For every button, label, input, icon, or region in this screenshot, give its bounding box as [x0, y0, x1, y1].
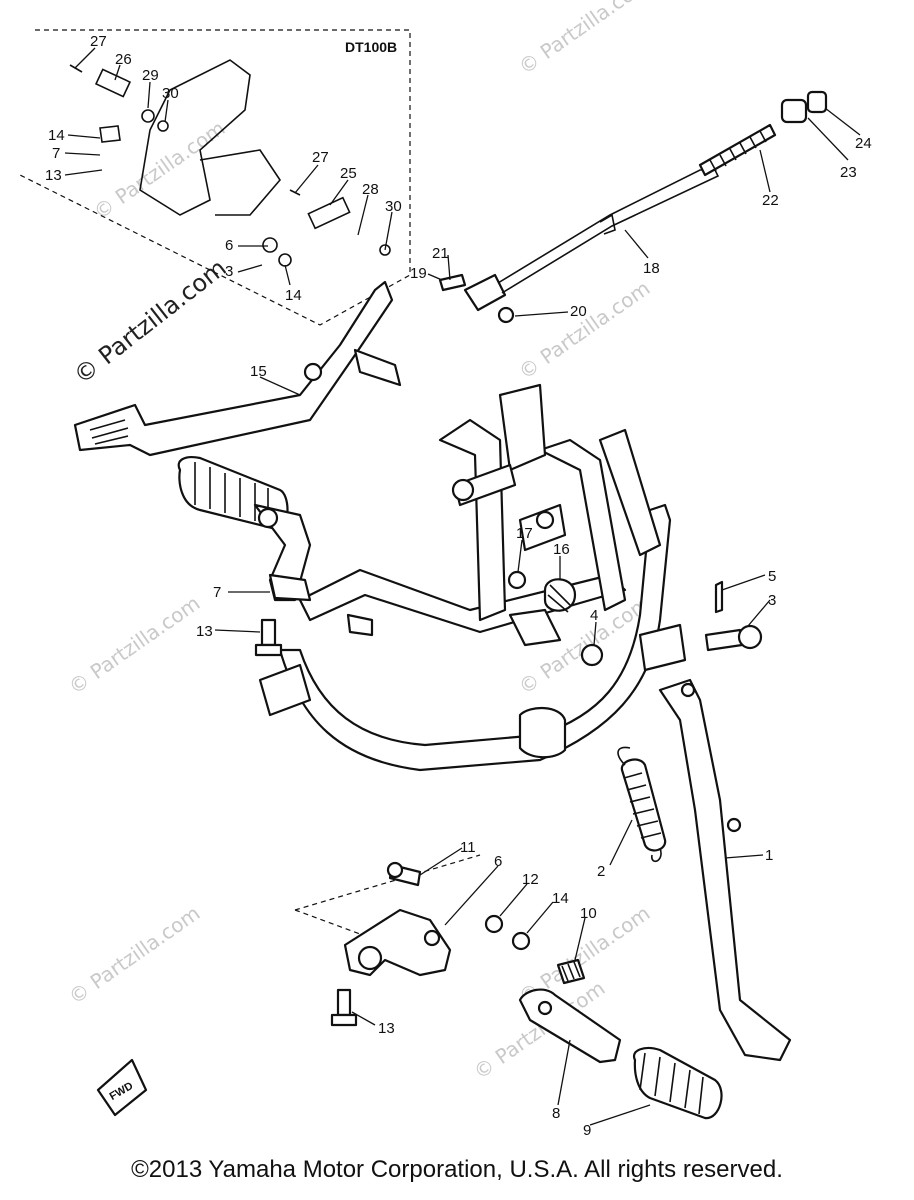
callout-13: 13 [45, 167, 62, 184]
callout-20: 20 [570, 303, 587, 320]
part-pin-19-21[interactable] [438, 273, 467, 292]
part-bolt-13-lower[interactable] [330, 988, 358, 1027]
part-spring-22[interactable] [698, 123, 777, 177]
callout-30: 30 [385, 198, 402, 215]
callout-12: 12 [522, 871, 539, 888]
frame [258, 383, 687, 772]
leader-lines [64, 47, 861, 1126]
callout-6: 6 [225, 237, 233, 254]
part-nut-23[interactable] [780, 98, 808, 124]
callout-3: 3 [768, 592, 776, 609]
callout-19: 19 [410, 265, 427, 282]
callout-14: 14 [48, 127, 65, 144]
callout-14: 14 [285, 287, 302, 304]
callout-13: 13 [378, 1020, 395, 1037]
part-rubber-9[interactable] [632, 1046, 723, 1120]
callout-9: 9 [583, 1122, 591, 1139]
part-spring-16[interactable] [508, 578, 577, 647]
callout-18: 18 [643, 260, 660, 277]
callout-23: 23 [840, 164, 857, 181]
callout-24: 24 [855, 135, 872, 152]
part-spring-2[interactable] [617, 746, 667, 863]
callouts: 27 26 29 30 14 7 13 27 25 28 30 6 3 14 2… [45, 33, 872, 1139]
part-sidestand[interactable] [658, 678, 792, 1062]
part-spring-10[interactable] [556, 958, 586, 985]
callout-17: 17 [516, 525, 533, 542]
watermark: © Partzilla.com [514, 276, 654, 384]
callout-11: 11 [460, 839, 476, 856]
part-footrest-8[interactable] [518, 988, 622, 1064]
part-nut-24[interactable] [806, 90, 828, 114]
part-pin-5[interactable] [714, 580, 724, 614]
callout-4: 4 [590, 607, 598, 624]
part-washer-12[interactable] [484, 914, 504, 934]
callout-2: 2 [597, 863, 605, 880]
part-bolt-13-left[interactable] [254, 618, 283, 657]
part-brake-rod[interactable] [463, 169, 720, 312]
callout-27: 27 [312, 149, 329, 166]
callout-6: 6 [494, 853, 502, 870]
callout-10: 10 [580, 905, 597, 922]
callout-29: 29 [142, 67, 159, 84]
part-collar-4[interactable] [580, 643, 604, 667]
part-washer-14[interactable] [511, 931, 531, 951]
watermark: © Partzilla.com [89, 116, 229, 224]
inset-parts [69, 59, 391, 267]
callout-30: 30 [162, 85, 179, 102]
callout-1: 1 [765, 847, 773, 864]
side-watermark: © Partzilla.com [68, 254, 231, 390]
part-nut-20[interactable] [497, 306, 515, 324]
callout-25: 25 [340, 165, 357, 182]
callout-7: 7 [213, 584, 221, 601]
watermark: © Partzilla.com [64, 591, 204, 699]
callout-8: 8 [552, 1105, 560, 1122]
callout-3: 3 [225, 263, 233, 280]
watermark: © Partzilla.com [514, 0, 654, 79]
copyright-notice: ©2013 Yamaha Motor Corporation, U.S.A. A… [131, 1156, 783, 1183]
part-bolt-center[interactable] [346, 613, 374, 637]
callout-21: 21 [432, 245, 449, 262]
model-label: DT100B [345, 39, 397, 55]
part-left-footrest[interactable] [177, 456, 312, 602]
callout-27: 27 [90, 33, 107, 50]
part-brake-pedal[interactable] [73, 280, 402, 457]
part-shaft-3[interactable] [704, 624, 763, 652]
callout-15: 15 [250, 363, 267, 380]
callout-26: 26 [115, 51, 132, 68]
callout-14: 14 [552, 890, 569, 907]
callout-7: 7 [52, 145, 60, 162]
callout-13: 13 [196, 623, 213, 640]
part-bracket-6[interactable] [343, 908, 452, 977]
callout-16: 16 [553, 541, 570, 558]
callout-5: 5 [768, 568, 776, 585]
part-bolt-11[interactable] [386, 861, 422, 887]
callout-28: 28 [362, 181, 379, 198]
watermark: © Partzilla.com [64, 901, 204, 1009]
dt100b-inset: DT100B [19, 29, 411, 326]
callout-22: 22 [762, 192, 779, 209]
part-washer-17[interactable] [507, 570, 527, 590]
fwd-marker: FWD [96, 1058, 148, 1117]
